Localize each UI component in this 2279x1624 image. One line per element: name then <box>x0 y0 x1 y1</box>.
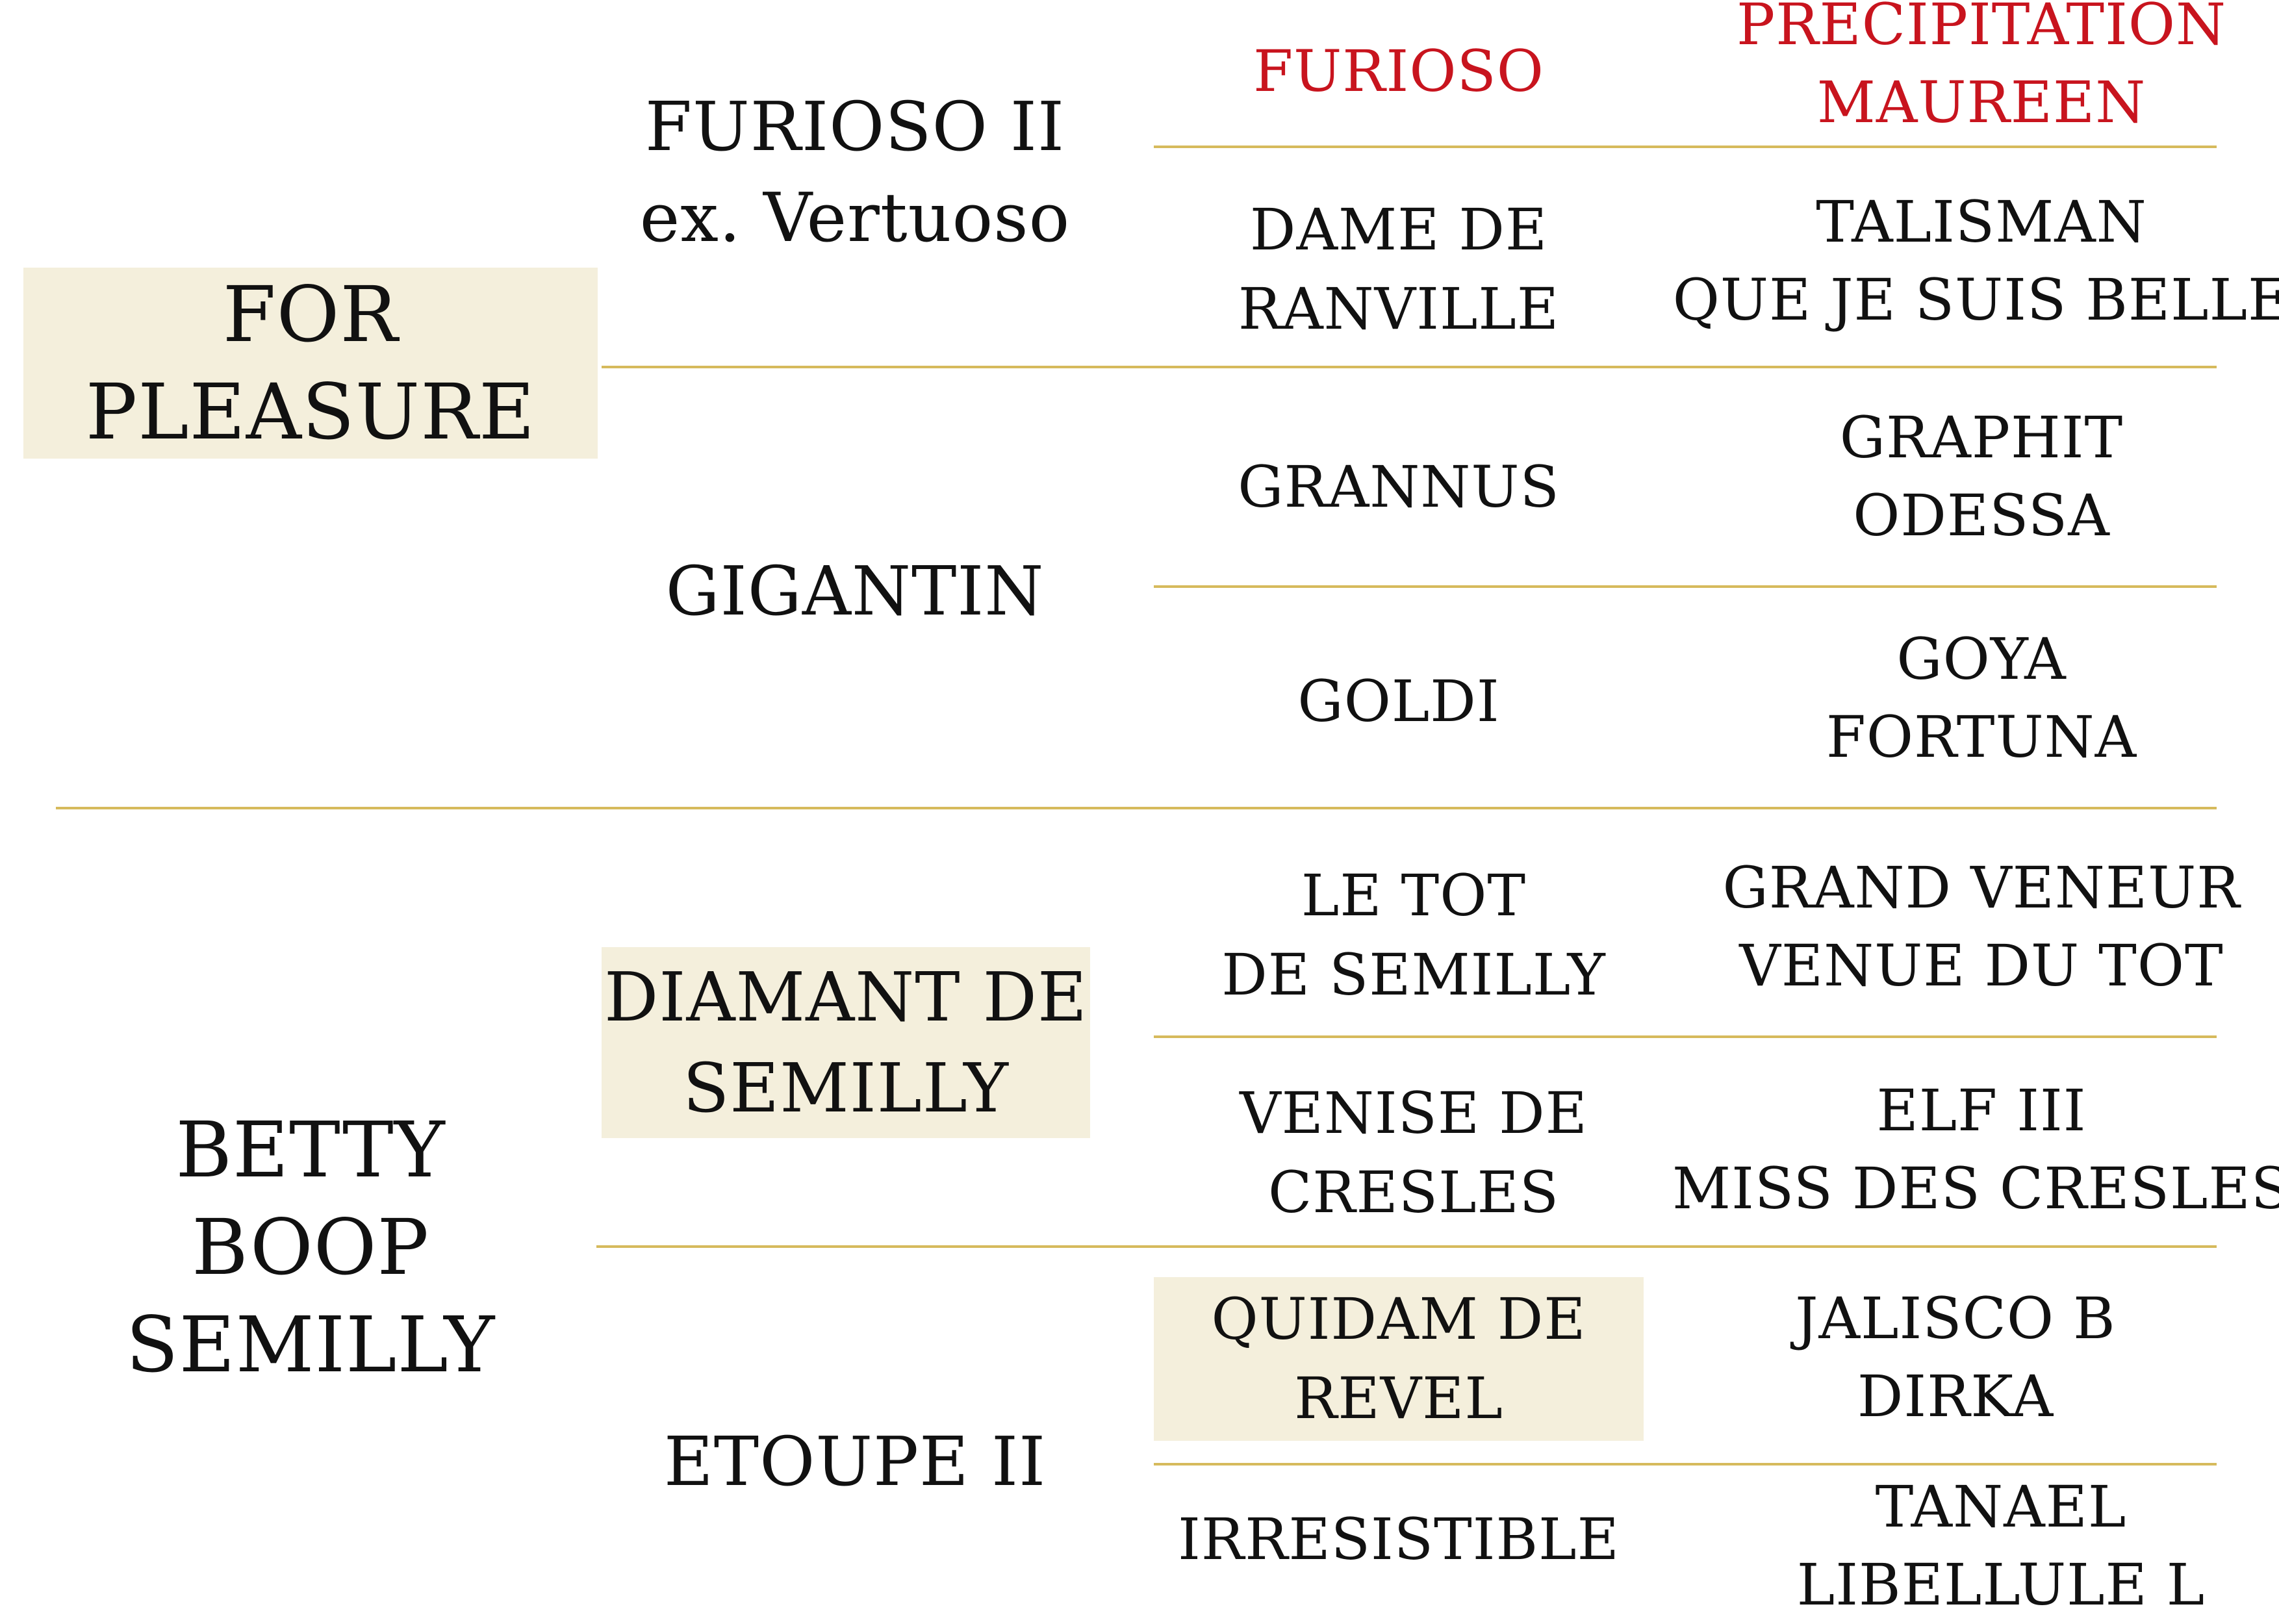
dam-name: BETTY BOOP SEMILLY <box>23 1091 598 1403</box>
ggs-furioso-name: FURIOSO <box>1154 26 1644 117</box>
highlight-box-diamant-de-semilly <box>602 947 1090 1138</box>
name-line: JALISCO B <box>1795 1285 2116 1352</box>
g4-elf-iii-miss-des-cresles: ELF III MISS DES CRESLES <box>1672 1072 2279 1228</box>
name-line: FURIOSO II <box>644 87 1065 166</box>
name-line: PRECIPITATION <box>1737 0 2226 58</box>
name-line: FORTUNA <box>1826 704 2137 770</box>
name-line: LIBELLULE L <box>1796 1551 2206 1618</box>
name-line: FOR <box>222 270 399 359</box>
g4-precipitation-maureen: PRECIPITATION MAUREEN <box>1689 0 2274 142</box>
name-line: BOOP <box>192 1202 429 1292</box>
name-line: DE SEMILLY <box>1221 941 1606 1008</box>
name-line: BETTY <box>175 1105 446 1195</box>
divider-rule <box>56 807 2217 809</box>
name-line: SEMILLY <box>683 1048 1009 1128</box>
name-line: GOLDI <box>1297 668 1500 735</box>
name-line: SEMILLY <box>125 1300 496 1389</box>
name-line: GRANNUS <box>1238 453 1560 520</box>
g4-graphit-odessa: GRAPHIT ODESSA <box>1689 399 2274 555</box>
highlight-box-for-pleasure <box>23 268 598 459</box>
name-line: DAME DE <box>1249 196 1548 263</box>
name-line: ex. Vertuoso <box>639 178 1071 257</box>
name-line: QUIDAM DE <box>1211 1286 1586 1352</box>
name-line: FURIOSO <box>1253 38 1544 105</box>
name-line: GRAND VENEUR <box>1722 854 2241 921</box>
g4-goya-fortuna: GOYA FORTUNA <box>1689 620 2274 776</box>
name-line: RANVILLE <box>1238 275 1560 342</box>
ggd-irresistible-name: IRRESISTIBLE <box>1154 1494 1644 1585</box>
divider-rule <box>1154 1035 2217 1038</box>
name-line: VENISE DE <box>1240 1080 1588 1147</box>
ggd-venise-de-cresles-name: VENISE DE CRESLES <box>1154 1072 1674 1234</box>
g4-jalisco-b-dirka: JALISCO B DIRKA <box>1689 1280 2222 1436</box>
name-line: MISS DES CRESLES <box>1672 1155 2279 1222</box>
name-line: TALISMAN <box>1816 188 2147 255</box>
g4-talisman-que-je-suis-belle: TALISMAN QUE JE SUIS BELLE <box>1673 183 2279 339</box>
sire-name: FOR PLEASURE <box>23 268 598 459</box>
name-line: IRRESISTIBLE <box>1178 1506 1620 1573</box>
highlight-box-quidam-de-revel <box>1154 1277 1644 1441</box>
ggs-quidam-de-revel-name: QUIDAM DE REVEL <box>1154 1277 1644 1441</box>
sire-dam-name: GIGANTIN <box>602 533 1108 650</box>
name-line: GRAPHIT <box>1839 404 2124 471</box>
ggd-goldi-name: GOLDI <box>1154 656 1644 747</box>
name-line: MAUREEN <box>1816 69 2146 136</box>
divider-rule <box>596 1245 2217 1248</box>
ggs-grannus-name: GRANNUS <box>1154 442 1644 533</box>
g4-tanael-libellule-l: TANAEL LIBELLULE L <box>1728 1468 2274 1624</box>
name-line: LE TOT <box>1301 862 1527 929</box>
name-line: REVEL <box>1294 1365 1503 1432</box>
ggd-dame-de-ranville-name: DAME DE RANVILLE <box>1154 188 1644 351</box>
g4-grand-veneur-venue-du-tot: GRAND VENEUR VENUE DU TOT <box>1689 849 2274 1005</box>
ggs-le-tot-de-semilly-name: LE TOT DE SEMILLY <box>1154 854 1674 1017</box>
name-line: PLEASURE <box>85 367 536 457</box>
name-line: GIGANTIN <box>665 552 1045 631</box>
name-line: CRESLES <box>1267 1159 1560 1226</box>
name-line: ODESSA <box>1853 482 2110 549</box>
name-line: ETOUPE II <box>663 1422 1047 1501</box>
name-line: DIRKA <box>1857 1363 2054 1430</box>
name-line: QUE JE SUIS BELLE <box>1672 266 2279 333</box>
divider-rule <box>1154 1463 2217 1465</box>
divider-rule <box>602 366 2217 368</box>
name-line: ELF III <box>1876 1077 2087 1144</box>
divider-rule <box>1154 585 2217 588</box>
dam-dam-name: ETOUPE II <box>602 1403 1108 1520</box>
sire-sire-name: FURIOSO II ex. Vertuoso <box>602 78 1108 266</box>
name-line: DIAMANT DE <box>604 958 1088 1037</box>
name-line: TANAEL <box>1875 1473 2127 1540</box>
divider-rule <box>1154 146 2217 148</box>
dam-sire-name: DIAMANT DE SEMILLY <box>602 947 1090 1138</box>
name-line: GOYA <box>1896 626 2067 692</box>
name-line: VENUE DU TOT <box>1739 932 2224 999</box>
